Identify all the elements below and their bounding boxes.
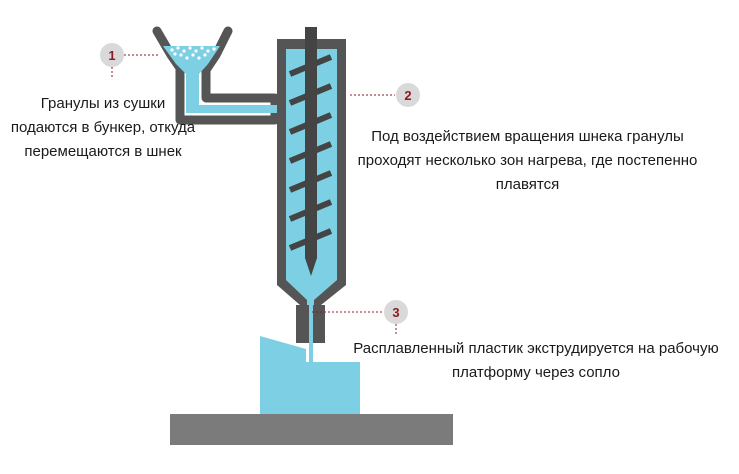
screw-flights xyxy=(288,54,333,251)
printed-part xyxy=(260,336,360,414)
step-badge-1: 1 xyxy=(100,43,124,67)
step-badge-2: 2 xyxy=(396,83,420,107)
granules xyxy=(170,46,216,60)
build-platform xyxy=(170,414,453,445)
hopper-melt xyxy=(163,46,286,113)
step-badge-3: 3 xyxy=(384,300,408,324)
step-number-2: 2 xyxy=(404,88,411,103)
step-3-caption: Расплавленный пластик экструдируется на … xyxy=(353,340,719,381)
step-number-3: 3 xyxy=(392,305,399,320)
melt-stream xyxy=(309,300,313,362)
step-2-caption: Под воздействием вращения шнека гранулы … xyxy=(357,128,698,193)
step-1-caption: Гранулы из сушки подаются в бункер, отку… xyxy=(10,95,196,160)
step-number-1: 1 xyxy=(108,48,115,63)
